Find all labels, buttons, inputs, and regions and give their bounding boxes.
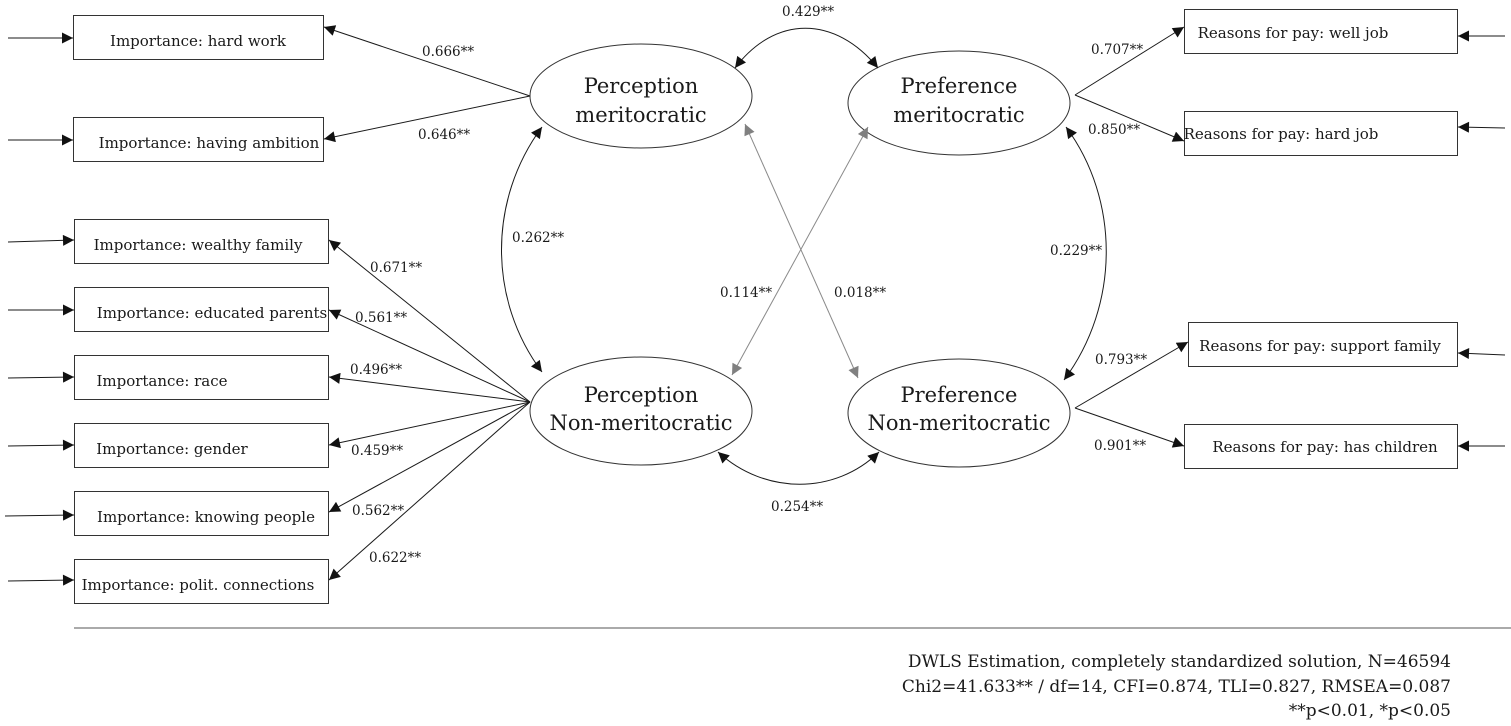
indicator-hard-work: Importance: hard work	[73, 15, 324, 60]
latent-label-line1: Preference	[901, 74, 1018, 98]
indicator-label: Reasons for pay: support family	[1199, 337, 1441, 355]
indicator-has-children: Reasons for pay: has children	[1184, 424, 1458, 469]
loading-label: 0.901**	[1094, 438, 1146, 454]
latent-label-line2: meritocratic	[893, 103, 1024, 127]
indicator-race: Importance: race	[74, 355, 329, 400]
indicator-hard-job: Reasons for pay: hard job	[1184, 111, 1458, 156]
loading-label: 0.459**	[351, 443, 403, 459]
indicator-support-family: Reasons for pay: support family	[1188, 322, 1458, 367]
indicator-knowing-people: Importance: knowing people	[74, 491, 329, 536]
latent-label-line1: Preference	[901, 383, 1018, 407]
loading-label: 0.850**	[1088, 122, 1140, 138]
loading-label: 0.707**	[1091, 42, 1143, 58]
latent-label-line2: meritocratic	[575, 103, 706, 127]
fit-statistics: Chi2=41.633** / df=14, CFI=0.874, TLI=0.…	[901, 677, 1451, 697]
loading-arrows	[323, 25, 1189, 581]
covariance-label: 0.018**	[834, 285, 886, 301]
indicator-label: Importance: gender	[96, 440, 248, 458]
covariance-label: 0.229**	[1050, 243, 1102, 259]
loading-label: 0.666**	[422, 44, 474, 60]
indicator-educated-parents: Importance: educated parents	[74, 287, 329, 332]
loading-label: 0.671**	[370, 260, 422, 276]
covariance-label: 0.114**	[720, 285, 772, 301]
indicator-polit-connections: Importance: polit. connections	[74, 559, 329, 604]
indicator-label: Importance: race	[96, 372, 227, 390]
indicator-label: Importance: educated parents	[97, 304, 327, 322]
latent-perception-meritocratic: Perception meritocratic	[529, 43, 753, 149]
indicator-label: Importance: having ambition	[99, 134, 320, 152]
covariance-labels: 0.429** 0.262** 0.229** 0.254** 0.114** …	[512, 4, 1102, 515]
covariance-label: 0.262**	[512, 230, 564, 246]
indicator-label: Importance: wealthy family	[94, 236, 303, 254]
indicator-label: Reasons for pay: well job	[1198, 24, 1389, 42]
latent-perception-non-meritocratic: Perception Non-meritocratic	[529, 356, 753, 466]
loading-label: 0.562**	[352, 503, 404, 519]
significance-note: **p<0.01, *p<0.05	[1288, 701, 1451, 721]
loading-label: 0.561**	[355, 310, 407, 326]
latent-label-line1: Perception	[584, 383, 699, 407]
loading-label: 0.622**	[369, 550, 421, 566]
covariance-label: 0.254**	[771, 499, 823, 515]
loading-label: 0.496**	[350, 362, 402, 378]
latent-label-line1: Perception	[584, 74, 699, 98]
indicator-label: Importance: knowing people	[97, 508, 315, 526]
loading-label: 0.793**	[1095, 352, 1147, 368]
covariance-arrows	[501, 27, 1107, 485]
indicator-well-job: Reasons for pay: well job	[1184, 9, 1458, 54]
covariance-label: 0.429**	[782, 4, 834, 20]
loading-labels: 0.666** 0.646** 0.671** 0.561** 0.496** …	[350, 42, 1147, 566]
residual-arrows	[4, 30, 1506, 586]
latent-preference-meritocratic: Preference meritocratic	[847, 50, 1071, 156]
latent-label-line2: Non-meritocratic	[549, 411, 732, 435]
indicator-having-ambition: Importance: having ambition	[73, 117, 324, 162]
latent-preference-non-meritocratic: Preference Non-meritocratic	[847, 358, 1071, 468]
estimation-note: DWLS Estimation, completely standardized…	[907, 652, 1451, 672]
indicator-wealthy-family: Importance: wealthy family	[74, 219, 329, 264]
indicator-label: Importance: polit. connections	[82, 576, 315, 594]
indicator-gender: Importance: gender	[74, 423, 329, 468]
latent-label-line2: Non-meritocratic	[867, 411, 1050, 435]
indicator-label: Reasons for pay: has children	[1212, 438, 1438, 456]
loading-label: 0.646**	[418, 127, 470, 143]
indicator-label: Reasons for pay: hard job	[1184, 125, 1379, 143]
indicator-label: Importance: hard work	[110, 32, 287, 50]
